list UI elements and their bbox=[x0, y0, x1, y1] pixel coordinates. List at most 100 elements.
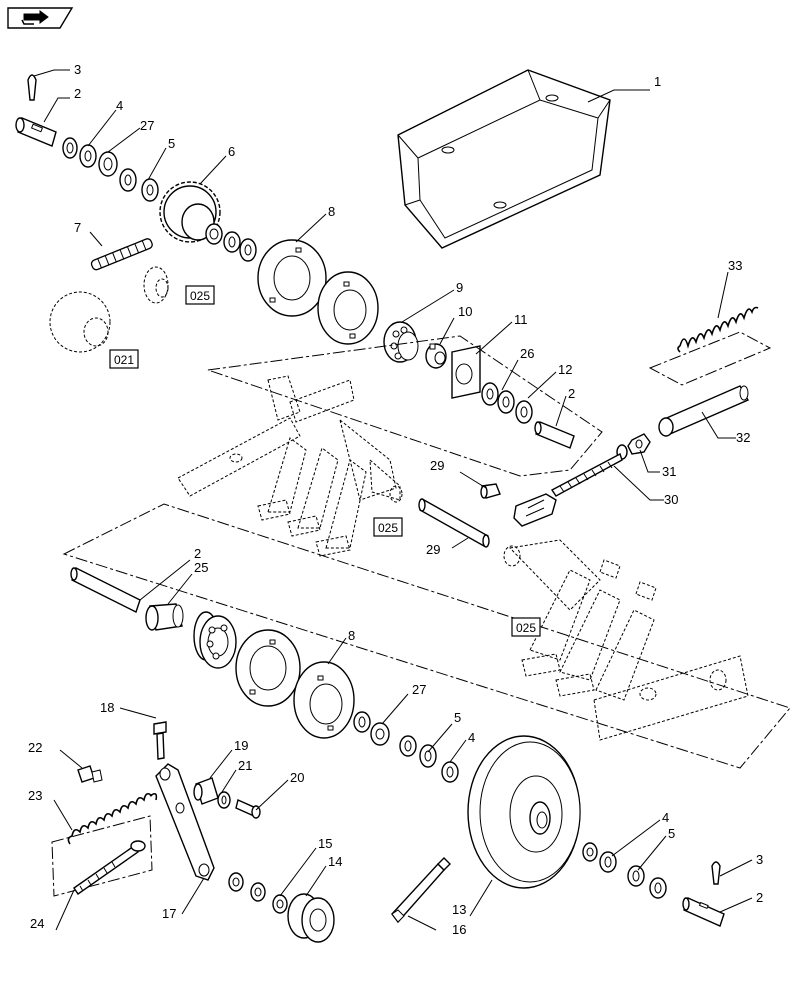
forward-arrow-icon[interactable] bbox=[7, 7, 74, 29]
callout-1: 1 bbox=[654, 74, 661, 89]
roller-14-part bbox=[287, 893, 335, 943]
callout-18: 18 bbox=[100, 700, 114, 715]
callout-9: 9 bbox=[456, 280, 463, 295]
spring-phantom-box bbox=[51, 815, 153, 897]
rod-30-part bbox=[513, 452, 623, 527]
callout-4-top: 4 bbox=[116, 98, 123, 113]
collar-10-part bbox=[425, 343, 447, 369]
callout-21: 21 bbox=[238, 758, 252, 773]
pulley-13-part bbox=[467, 735, 581, 889]
eye-bolt-24-part bbox=[73, 840, 146, 895]
callout-12: 12 bbox=[558, 362, 572, 377]
bolt-18-part bbox=[153, 721, 167, 760]
callout-13: 13 bbox=[452, 902, 466, 917]
pin-29-upper bbox=[480, 483, 501, 499]
callout-30: 30 bbox=[664, 492, 678, 507]
pin-29-lower bbox=[418, 498, 490, 548]
svg-text:025: 025 bbox=[516, 621, 536, 635]
washers-right-top bbox=[481, 382, 533, 424]
callout-6: 6 bbox=[228, 144, 235, 159]
callout-11: 11 bbox=[514, 312, 528, 327]
svg-text:025: 025 bbox=[190, 289, 210, 303]
bearing-9-part bbox=[383, 321, 419, 363]
callout-4-right: 4 bbox=[662, 810, 669, 825]
callout-2-bottom: 2 bbox=[756, 890, 763, 905]
callout-26: 26 bbox=[520, 346, 534, 361]
callout-17: 17 bbox=[162, 906, 176, 921]
callout-31: 31 bbox=[662, 464, 676, 479]
flange-top-second bbox=[317, 271, 379, 345]
sprocket-6-part bbox=[159, 181, 223, 245]
flange-middle-first bbox=[235, 629, 301, 707]
svg-text:021: 021 bbox=[114, 353, 134, 367]
callout-32: 32 bbox=[736, 430, 750, 445]
flange-8-bottom bbox=[293, 661, 355, 739]
bolt-22-part bbox=[77, 765, 103, 783]
callout-29-upper: 29 bbox=[430, 458, 444, 473]
washers-near-sprocket bbox=[223, 231, 257, 262]
ref-025-upper[interactable]: 025 bbox=[185, 285, 215, 305]
spring-33-part bbox=[677, 306, 759, 353]
callout-27-top: 27 bbox=[140, 118, 154, 133]
callout-3-right: 3 bbox=[756, 852, 763, 867]
callout-25: 25 bbox=[194, 560, 208, 575]
sprocket-dashed-021 bbox=[49, 291, 111, 353]
pin-2-bottom bbox=[682, 897, 725, 927]
washer-21-part bbox=[217, 791, 231, 809]
spring-23-part bbox=[67, 792, 158, 845]
washers-roller bbox=[228, 872, 288, 914]
callout-5-bottom: 5 bbox=[454, 710, 461, 725]
callout-33: 33 bbox=[728, 258, 742, 273]
callout-22: 22 bbox=[28, 740, 42, 755]
lower-frame-phantom-box bbox=[62, 503, 791, 769]
svg-text:025: 025 bbox=[378, 521, 398, 535]
bolt-20-part bbox=[235, 799, 261, 819]
bushing-19-part bbox=[193, 777, 219, 805]
callout-2-right: 2 bbox=[568, 386, 575, 401]
spring-33-phantom-box bbox=[648, 331, 772, 386]
pin-2-middle bbox=[70, 567, 141, 613]
callout-14: 14 bbox=[328, 854, 342, 869]
callout-29-lower: 29 bbox=[426, 542, 440, 557]
callout-15: 15 bbox=[318, 836, 332, 851]
callout-24: 24 bbox=[30, 916, 44, 931]
callout-16: 16 bbox=[452, 922, 466, 937]
plate-11-part bbox=[451, 345, 481, 399]
tube-32-part bbox=[658, 385, 749, 437]
washers-top bbox=[62, 137, 159, 202]
callout-2-top: 2 bbox=[74, 86, 81, 101]
pin-top bbox=[15, 117, 57, 147]
nut-31-part bbox=[627, 433, 651, 455]
callout-8-bottom: 8 bbox=[348, 628, 355, 643]
flange-8-top bbox=[257, 239, 327, 317]
ref-021[interactable]: 021 bbox=[109, 349, 139, 369]
cotter-pin-top bbox=[27, 74, 37, 101]
chain-7-part bbox=[90, 238, 153, 271]
callout-4-bottom: 4 bbox=[468, 730, 475, 745]
pin-2-right bbox=[534, 421, 575, 449]
ref-025-middle[interactable]: 025 bbox=[373, 517, 403, 537]
callout-7: 7 bbox=[74, 220, 81, 235]
callout-23: 23 bbox=[28, 788, 42, 803]
callout-27-bottom: 27 bbox=[412, 682, 426, 697]
washers-pulley-right bbox=[582, 842, 667, 899]
callout-5-top: 5 bbox=[168, 136, 175, 151]
leader-lines bbox=[33, 69, 753, 931]
spacer-25-part bbox=[145, 603, 184, 631]
washers-middle bbox=[353, 711, 459, 783]
callout-2-middle: 2 bbox=[194, 546, 201, 561]
shield-cover-part bbox=[397, 69, 611, 249]
arm-17-part bbox=[155, 763, 215, 881]
ref-025-lower[interactable]: 025 bbox=[511, 617, 541, 637]
bearing-middle bbox=[193, 611, 237, 669]
lower-arm-frame-dashed bbox=[503, 539, 749, 741]
callout-3-top: 3 bbox=[74, 62, 81, 77]
upper-arm-frame-dashed bbox=[177, 375, 403, 557]
key-16-part bbox=[391, 857, 451, 924]
upper-frame-phantom-box bbox=[207, 335, 603, 477]
callout-20: 20 bbox=[290, 770, 304, 785]
cotter-pin-right bbox=[711, 861, 721, 885]
callout-10: 10 bbox=[458, 304, 472, 319]
callout-19: 19 bbox=[234, 738, 248, 753]
